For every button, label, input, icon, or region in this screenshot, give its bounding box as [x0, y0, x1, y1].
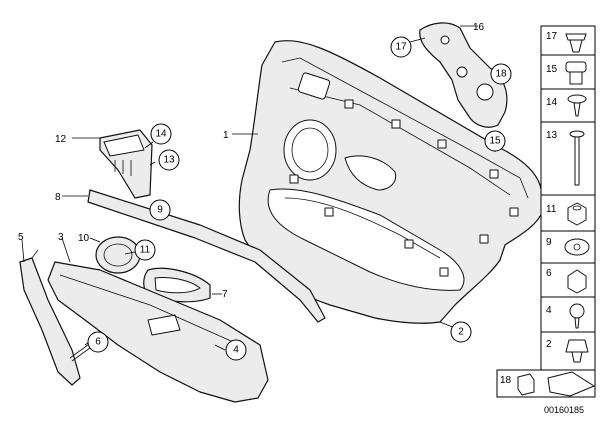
callout-18-text: 18 [495, 69, 507, 80]
label-part-1: 1 [223, 130, 229, 141]
callout-11: 11 [134, 239, 156, 261]
screw-4-icon [569, 303, 585, 329]
callout-15-text: 15 [489, 136, 501, 147]
callout-2-text: 2 [458, 327, 464, 338]
callout-9: 9 [149, 199, 171, 221]
clip-9-icon [564, 238, 590, 256]
inset-box: 18 [496, 369, 596, 398]
callout-11-text: 11 [140, 245, 151, 256]
callout-2: 2 [450, 321, 472, 343]
screw-14-icon [567, 94, 587, 117]
pillar-trim [19, 249, 81, 386]
armrest-trim [47, 261, 269, 403]
label-part-7: 7 [222, 289, 228, 300]
clip-17-icon [565, 33, 587, 53]
table-cell-4: 4 [546, 305, 552, 316]
door-trim-panel [238, 40, 546, 324]
callout-13-text: 13 [163, 155, 175, 166]
table-cell-13: 13 [546, 130, 558, 141]
label-part-12: 12 [55, 134, 67, 145]
table-cell-11: 11 [546, 204, 557, 215]
table-cell-2: 2 [546, 339, 552, 350]
label-part-16: 16 [473, 22, 485, 33]
label-part-8-top: 8 [55, 192, 61, 203]
clip-15-icon [565, 61, 587, 85]
table-cell-17: 17 [546, 31, 558, 42]
long-screw-13-icon [569, 130, 585, 186]
label-part-3: 3 [58, 232, 64, 243]
callout-4: 4 [225, 339, 247, 361]
inset-label-18: 18 [500, 375, 512, 386]
callout-17-text: 17 [395, 42, 407, 53]
callout-18: 18 [490, 63, 512, 85]
label-part-10: 10 [78, 233, 90, 244]
door-handle-housing [99, 129, 153, 199]
callout-14: 14 [150, 123, 172, 145]
inner-door-handle [143, 267, 211, 303]
table-cell-15: 15 [546, 64, 558, 75]
callout-15: 15 [484, 130, 506, 152]
reinforcement-bracket [419, 22, 508, 128]
callout-6-text: 6 [95, 337, 101, 348]
fastener-table: 17 15 14 13 11 9 6 4 2 [540, 25, 596, 396]
label-part-5: 5 [18, 232, 24, 243]
callout-9-text: 9 [157, 205, 163, 216]
table-cell-14: 14 [546, 97, 558, 108]
callout-17: 17 [390, 36, 412, 58]
callout-14-text: 14 [155, 129, 167, 140]
diagram-code: 00160185 [544, 405, 584, 415]
table-cell-9: 9 [546, 237, 552, 248]
callout-13: 13 [158, 149, 180, 171]
table-cell-6: 6 [546, 268, 552, 279]
callout-4-text: 4 [233, 345, 239, 356]
nut-11-icon [567, 202, 587, 226]
clip-2-icon [565, 339, 589, 363]
nut-6-icon [567, 269, 587, 294]
speaker-cover [95, 236, 141, 274]
callout-6: 6 [87, 331, 109, 353]
trim-strip [87, 189, 326, 323]
